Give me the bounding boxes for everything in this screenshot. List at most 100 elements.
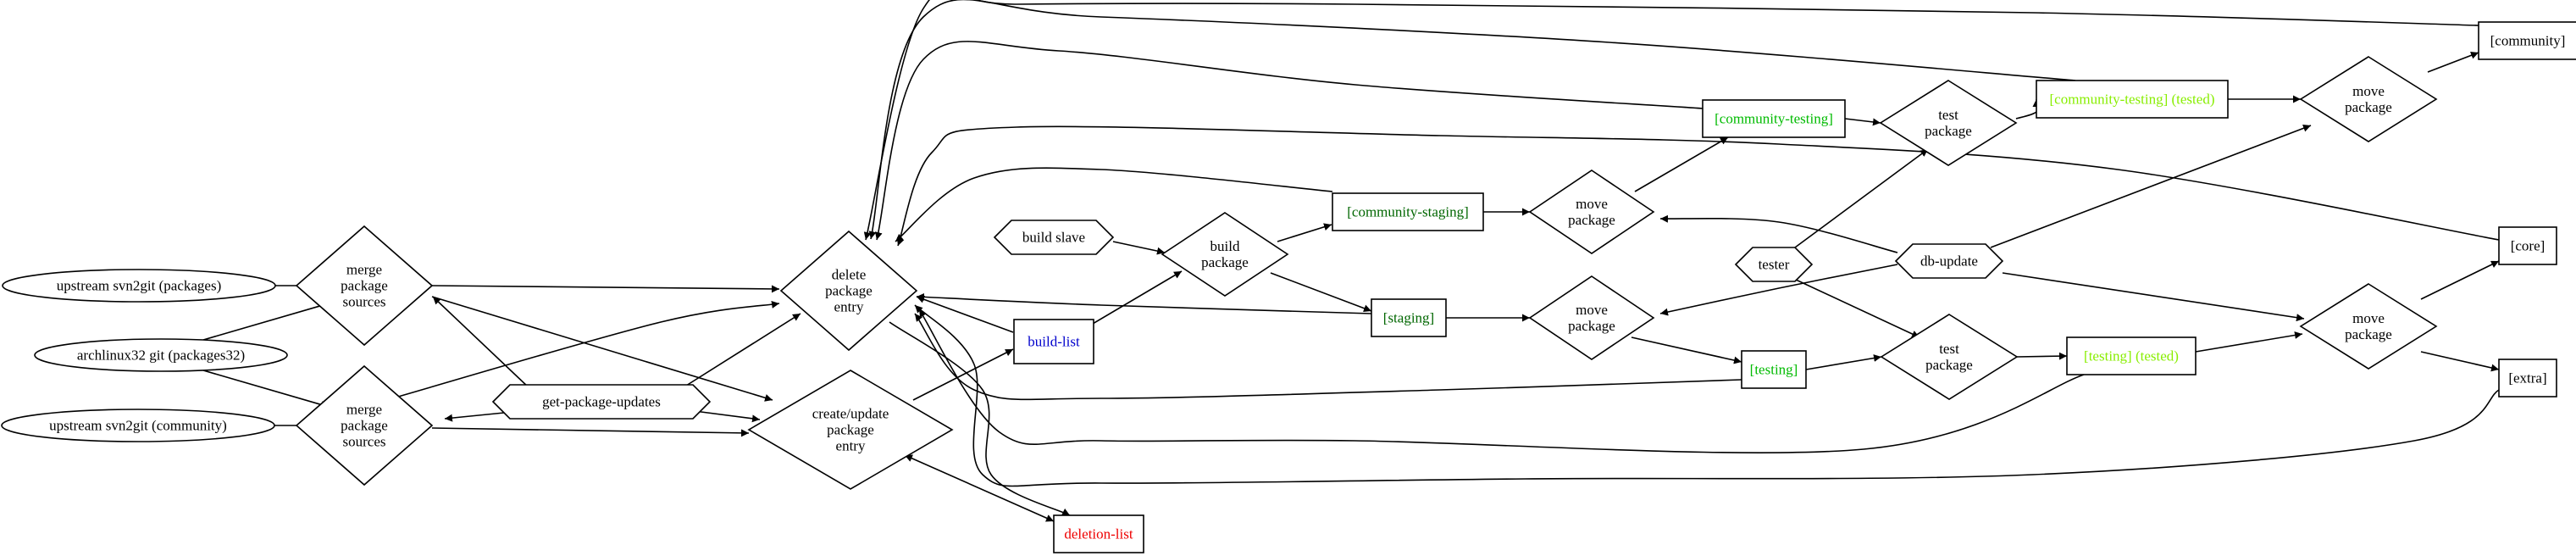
edge-ctt-to-del [868, 0, 2076, 240]
node-label: [extra] [2508, 370, 2546, 386]
node-shape-box [2036, 80, 2229, 119]
edge-merge1-to-del [431, 285, 780, 293]
node-shape-ellipse [1, 409, 275, 442]
node-label: build-list [1028, 334, 1080, 350]
node-shape-hexagon [1734, 247, 1814, 282]
node-label: [staging] [1383, 310, 1434, 326]
edge-mv2-to-tst [1631, 336, 1742, 364]
node-shape-diamond [747, 370, 954, 490]
edge-del-to-dl [889, 321, 1071, 516]
node-shape-hexagon [993, 220, 1115, 255]
edge-core-to-del [896, 125, 2500, 247]
node-label: tester [1759, 257, 1790, 273]
node-label: deletion-list [1064, 526, 1133, 542]
node-label: entry [834, 299, 864, 315]
edge-tp2-to-tt [2016, 352, 2068, 360]
node-label: db-update [1920, 253, 1978, 270]
edge-mv4-to-extra [2420, 351, 2500, 372]
edge-ctst-to-del [874, 41, 1703, 241]
edge-build-to-stg [1270, 272, 1372, 313]
node-shape-box [1332, 192, 1484, 231]
node-label: build slave [1022, 230, 1085, 246]
node-tester: tester [1734, 247, 1814, 282]
node-label: [community] [2490, 33, 2566, 49]
node-label: package [1201, 254, 1249, 270]
node-label: package [341, 418, 388, 434]
node-core: [core] [2498, 226, 2557, 265]
node-label: package [2345, 326, 2392, 342]
node-label: upstream svn2git (packages) [57, 278, 222, 294]
edge-dbu-to-mv2 [1659, 264, 1898, 316]
node-label: move [1576, 196, 1608, 212]
node-shape-hexagon [1894, 243, 2004, 279]
node-label: [testing] [1750, 362, 1798, 378]
edge-mv4-to-core [2420, 260, 2500, 300]
node-shape-box [1702, 99, 1846, 138]
edge-ctst-to-tp1 [1844, 118, 1881, 126]
node-a32: archlinux32 git (packages32) [34, 338, 288, 372]
node-label: package [1568, 318, 1615, 334]
node-shape-ellipse [34, 338, 288, 372]
node-svn_com: upstream svn2git (community) [1, 409, 275, 442]
node-com: [community] [2478, 21, 2576, 60]
node-ctt: [community-testing] (tested) [2036, 80, 2229, 119]
edge-tt-to-del [918, 309, 2085, 453]
node-label: build [1210, 238, 1240, 254]
node-shape-diamond [1161, 212, 1289, 297]
node-label: upstream svn2git (community) [49, 418, 227, 434]
node-label: merge [346, 402, 382, 418]
node-label: [community-staging] [1347, 204, 1469, 220]
node-bl: build-list [1013, 319, 1094, 364]
node-shape-diamond [2299, 56, 2438, 142]
node-tt: [testing] (tested) [2066, 336, 2197, 375]
node-tst: [testing] [1741, 350, 1807, 389]
edges [202, 0, 2500, 522]
node-extra: [extra] [2498, 359, 2557, 398]
node-label: archlinux32 git (packages32) [77, 348, 245, 364]
node-label: package [825, 283, 873, 299]
node-shape-box [2498, 359, 2557, 398]
edge-merge2-to-cu [431, 427, 750, 437]
edge-com-to-del [863, 0, 2479, 241]
node-shape-hexagon [491, 384, 712, 420]
edge-gpu-to-merge1 [432, 296, 530, 389]
edge-cstg-to-del [895, 167, 1333, 242]
edge-tester-to-tp1 [1794, 148, 1929, 248]
node-stg: [staging] [1371, 298, 1447, 337]
edge-bl-to-del [916, 295, 1014, 333]
node-label: merge [346, 262, 382, 278]
node-bs: build slave [993, 220, 1115, 255]
node-cstg: [community-staging] [1332, 192, 1484, 231]
node-label: sources [343, 294, 386, 310]
node-shape-box [1371, 298, 1447, 337]
edge-tt-to-mv4 [2195, 331, 2303, 353]
edge-tst-to-del [914, 313, 1742, 401]
edge-dbu-to-mv4 [2002, 272, 2305, 322]
node-label: [testing] (tested) [2084, 348, 2179, 364]
node-shape-box [1053, 514, 1144, 553]
edge-stg-to-del [916, 292, 1372, 314]
node-label: package [1925, 123, 1972, 139]
edge-extra-to-del [914, 304, 2500, 487]
node-label: [core] [2511, 238, 2546, 254]
node-label: move [1576, 302, 1608, 318]
node-shape-diamond [1879, 80, 2018, 166]
node-shape-diamond [1528, 170, 1655, 254]
node-shape-diamond [1880, 314, 2019, 400]
node-label: [community-testing] [1715, 111, 1833, 127]
node-label: delete [832, 267, 867, 283]
node-shape-diamond [295, 364, 434, 486]
edge-bl-to-build [1092, 270, 1183, 325]
node-shape-diamond [1528, 275, 1655, 360]
node-label: package [1925, 357, 1973, 373]
node-label: package [1568, 212, 1615, 228]
node-label: [community-testing] (tested) [2050, 92, 2215, 108]
